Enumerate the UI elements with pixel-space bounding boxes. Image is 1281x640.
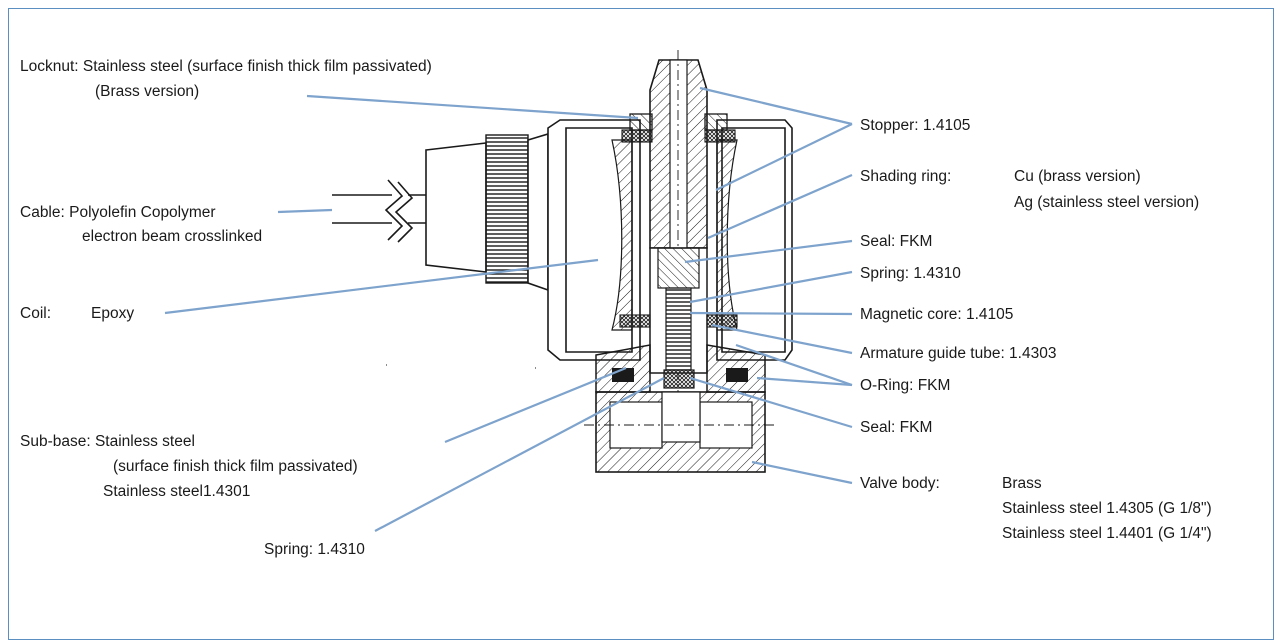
leader-lines [164, 86, 853, 532]
connector-drawing [425, 132, 549, 292]
label-subbase-line1: Sub-base: Stainless steel [20, 433, 195, 450]
label-shading-line1: Cu (brass version) [1014, 168, 1141, 185]
label-spring-bottom: Spring: 1.4310 [264, 541, 365, 558]
leader-locknut [306, 94, 639, 120]
label-shading-line2: Ag (stainless steel version) [1014, 194, 1199, 211]
valve-cross-section-diagram: Locknut: Stainless steel (surface finish… [20, 50, 1212, 558]
label-subbase-line3: Stainless steel1.4301 [103, 483, 250, 500]
label-valve-body-line2: Stainless steel 1.4305 (G 1/8") [1002, 500, 1212, 517]
label-spring-top: Spring: 1.4310 [860, 265, 961, 282]
label-stopper: Stopper: 1.4105 [860, 117, 970, 134]
leader-armature [711, 323, 853, 355]
label-shading-name: Shading ring: [860, 168, 951, 185]
label-locknut-line1: Locknut: Stainless steel (surface finish… [20, 58, 432, 75]
label-oring: O-Ring: FKM [860, 377, 950, 394]
leader-shading [707, 173, 853, 240]
label-locknut-line2: (Brass version) [95, 83, 199, 100]
valve-drawing [332, 50, 793, 473]
leader-oring-a [735, 343, 853, 387]
armature-drawing [619, 247, 738, 374]
leader-coil [164, 258, 599, 315]
valve-body-drawing [584, 391, 778, 473]
label-cable-line2: electron beam crosslinked [82, 228, 262, 245]
leader-seal-top [684, 239, 853, 264]
leader-oring-b [756, 376, 853, 387]
leader-valve-body [751, 460, 853, 485]
label-coil-material: Epoxy [91, 305, 134, 322]
cable-drawing [332, 179, 426, 243]
label-seal-top: Seal: FKM [860, 233, 932, 250]
labels: Locknut: Stainless steel (surface finish… [20, 58, 1212, 558]
label-magnetic-core: Magnetic core: 1.4105 [860, 306, 1013, 323]
leader-spring-top [689, 270, 853, 304]
label-subbase-line2: (surface finish thick film passivated) [113, 458, 358, 475]
label-seal-bottom: Seal: FKM [860, 419, 932, 436]
label-coil-name: Coil: [20, 305, 51, 322]
leader-cable [277, 208, 333, 214]
label-armature-guide-tube: Armature guide tube: 1.4303 [860, 345, 1056, 362]
label-valve-body-line1: Brass [1002, 475, 1042, 492]
leader-seal-bottom [689, 376, 853, 429]
leader-stopper-a [699, 86, 853, 126]
leader-magnetic-core [689, 311, 853, 316]
label-valve-body-line3: Stainless steel 1.4401 (G 1/4") [1002, 525, 1212, 542]
leader-spring-bottom [374, 377, 665, 532]
label-cable-line1: Cable: Polyolefin Copolymer [20, 204, 216, 221]
label-valve-body-name: Valve body: [860, 475, 940, 492]
leader-subbase [444, 366, 627, 444]
leader-stopper-b [715, 123, 853, 191]
